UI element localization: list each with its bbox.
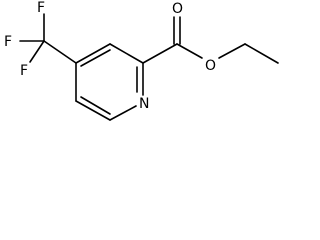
nitrogen-atom: N — [139, 96, 149, 112]
carbonyl-oxygen-atom: O — [172, 1, 183, 17]
ring-bond-c6-c5 — [75, 100, 111, 121]
bond-c-f-bottom — [29, 40, 45, 63]
ring-bond-c6-c5-inner — [80, 96, 111, 115]
fluorine-atom-top: F — [37, 0, 45, 16]
bond-ch2-ch3 — [244, 43, 279, 64]
ethyl-ester-group: O O — [142, 1, 279, 74]
ring-bond-n-c6 — [109, 105, 137, 121]
structural-formula: F F F N O O — [4, 0, 279, 121]
pyridine-ring: N — [75, 43, 149, 121]
bond-ester-oxygen-ch2 — [218, 43, 246, 59]
bond-cf3-ring — [43, 40, 77, 64]
bond-carbon-ester-oxygen — [176, 43, 203, 59]
ring-bond-c3-c2 — [109, 43, 144, 64]
bond-ring-carbonyl-carbon — [142, 43, 178, 64]
fluorine-atom-bottom: F — [20, 63, 28, 79]
ring-bond-c4-c3 — [75, 43, 111, 64]
fluorine-atom-left: F — [4, 34, 12, 50]
ester-oxygen-atom: O — [205, 58, 216, 74]
trifluoromethyl-group: F F F — [4, 0, 77, 79]
ring-bond-c4-c3-inner — [80, 49, 111, 67]
